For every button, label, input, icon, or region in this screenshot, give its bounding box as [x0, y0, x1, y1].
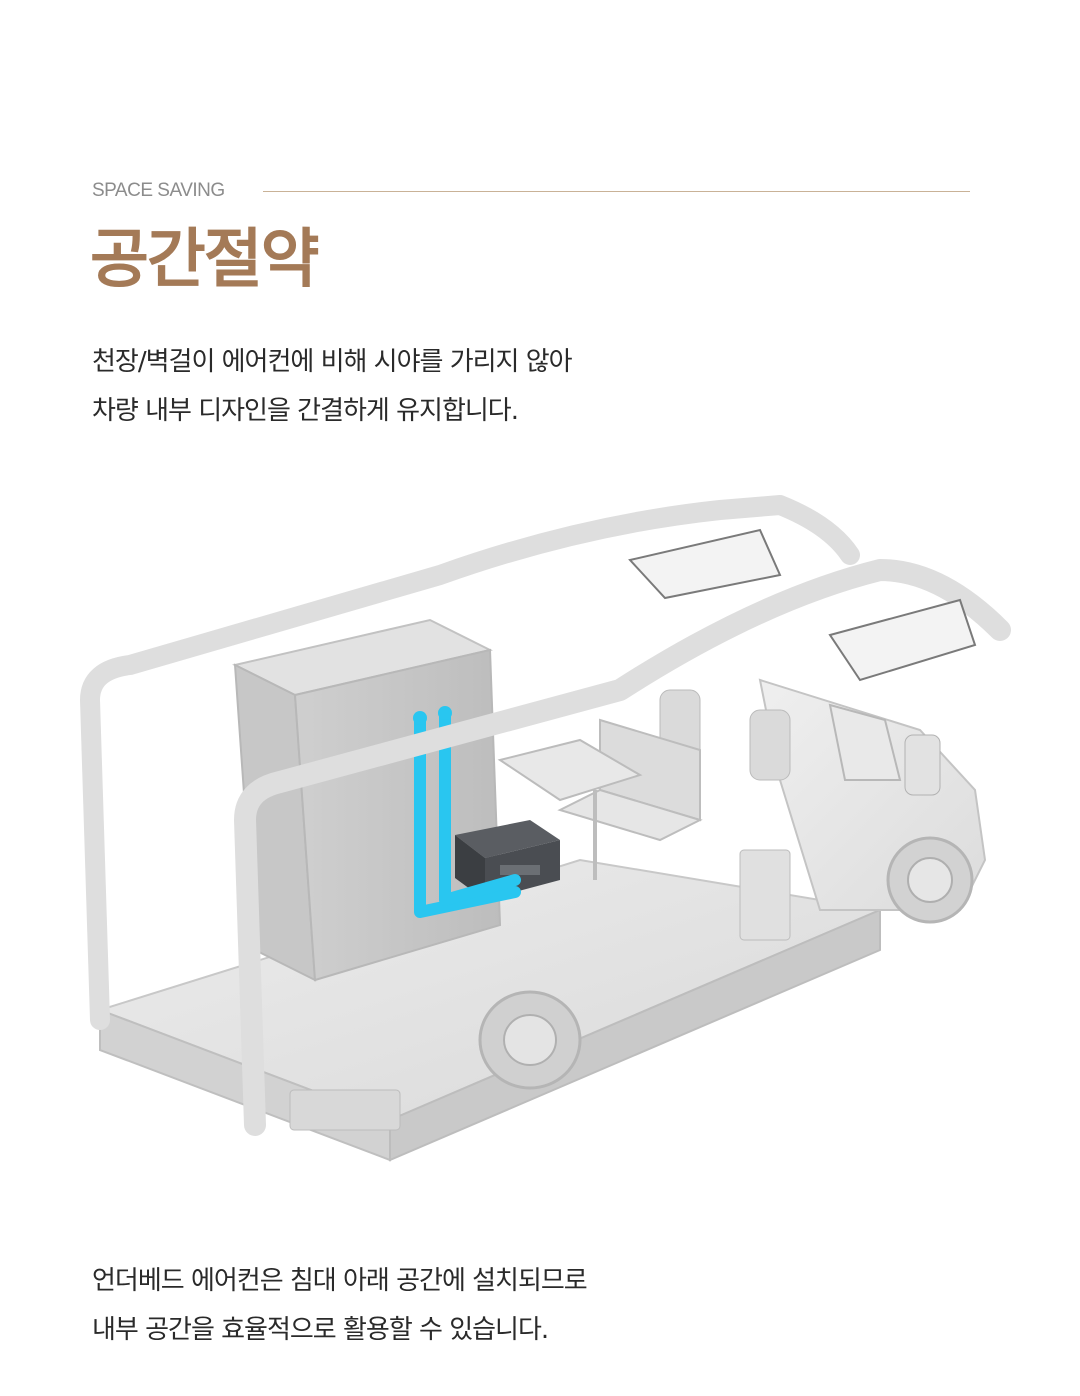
- roof-skylights: [628, 528, 977, 682]
- roof-frame: [80, 495, 1011, 1136]
- intro-line: 천장/벽걸이 에어컨에 비해 시야를 가리지 않아: [92, 347, 573, 377]
- section-eyebrow: SPACE SAVING: [92, 180, 225, 201]
- van-cab: [739, 678, 987, 941]
- section-title: 공간절약: [90, 223, 320, 297]
- section-eyebrow-row: SPACE SAVING: [92, 178, 970, 206]
- intro-line: 차량 내부 디자인을 간결하게 유지합니다.: [92, 396, 519, 426]
- dinette: [497, 718, 703, 880]
- rear-wheel: [478, 990, 582, 1090]
- outro-line: 언더베드 에어컨은 침대 아래 공간에 설치되므로: [92, 1266, 588, 1296]
- air-duct-highlight: [413, 706, 521, 918]
- eyebrow-divider: [263, 191, 970, 192]
- outro-paragraph: 언더베드 에어컨은 침대 아래 공간에 설치되므로 내부 공간을 효율적으로 활…: [92, 1257, 588, 1355]
- outro-line: 내부 공간을 효율적으로 활용할 수 있습니다.: [92, 1315, 549, 1345]
- intro-paragraph: 천장/벽걸이 에어컨에 비해 시야를 가리지 않아 차량 내부 디자인을 간결하…: [92, 338, 573, 436]
- bed-storage-box: [232, 618, 502, 982]
- camper-van-illustration: [80, 495, 1011, 1162]
